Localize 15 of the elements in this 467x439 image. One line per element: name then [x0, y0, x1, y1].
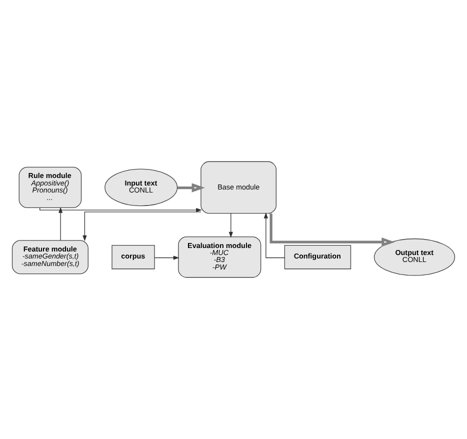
- arrow: [264, 212, 285, 258]
- node-box: Feature module -sameGender(s,t) -sameNumber(s,t): [12, 240, 88, 274]
- arrow: [228, 213, 233, 238]
- node-box: Base module: [200, 161, 276, 214]
- node-box: Configuration: [284, 245, 352, 270]
- node-box: Evaluation module -MUC -B3 -PW: [178, 236, 262, 278]
- arrow: [82, 212, 202, 242]
- arrow: [177, 183, 205, 192]
- arrow: [40, 207, 202, 212]
- arrow: [154, 256, 180, 260]
- node-box: corpus: [112, 245, 155, 270]
- node-ellipse: Input text CONLL: [104, 168, 178, 206]
- arrow: [270, 213, 395, 247]
- arrow: [58, 206, 63, 241]
- node-box: Rule module Appositive() Pronouns() ...: [18, 166, 82, 208]
